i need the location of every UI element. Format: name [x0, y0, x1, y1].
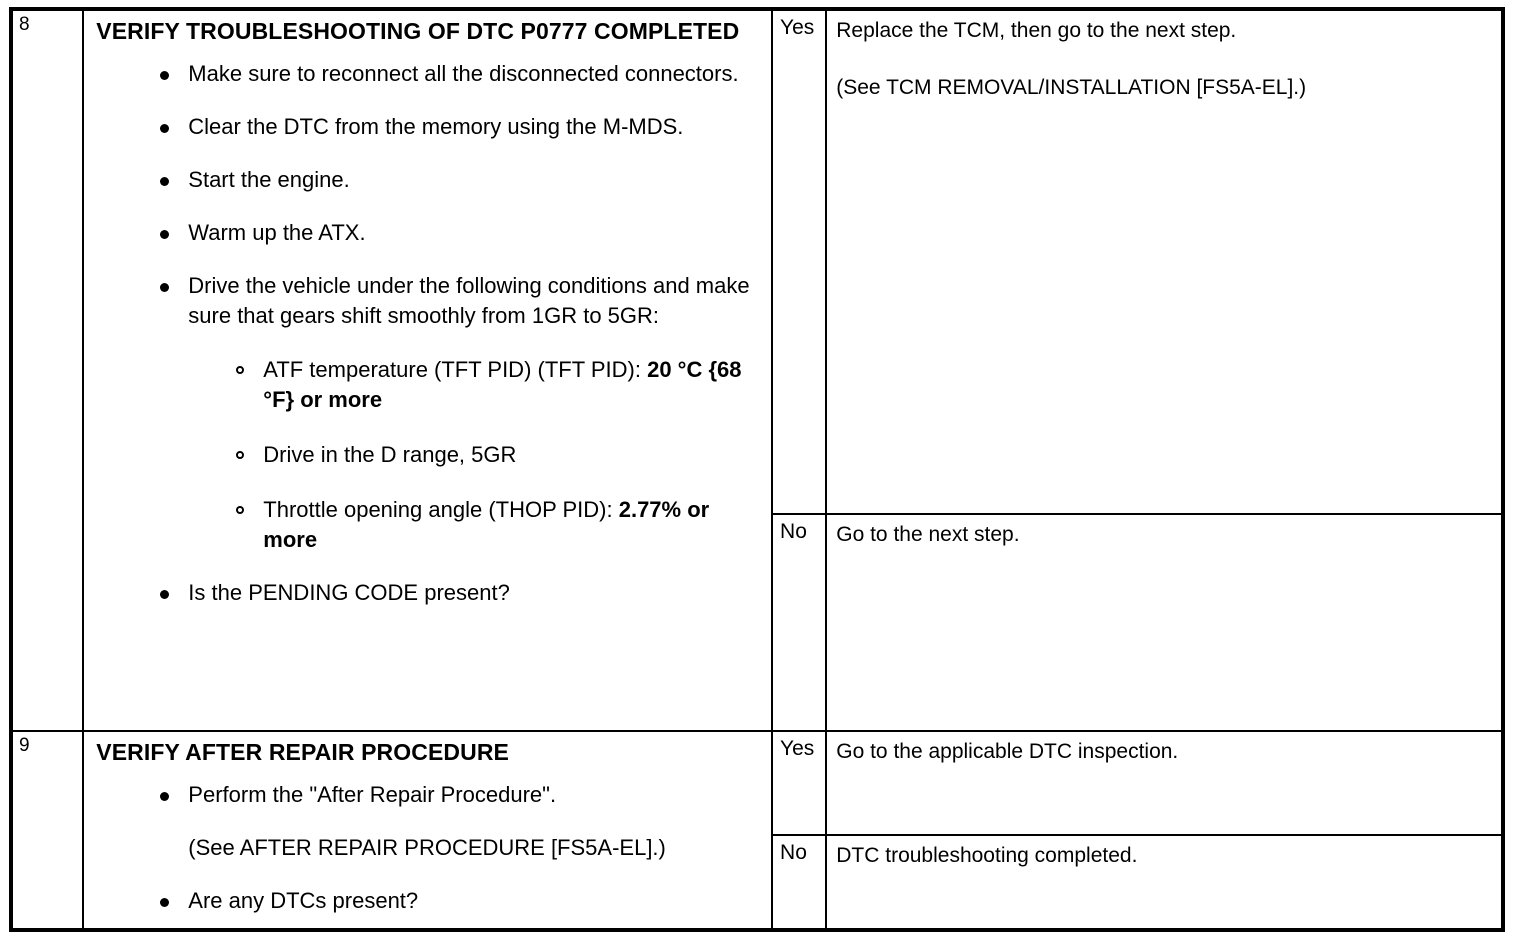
bullet-text: Warm up the ATX.: [188, 220, 366, 245]
list-item: Drive in the D range, 5GR: [234, 440, 761, 470]
bullet-text: Make sure to reconnect all the disconnec…: [188, 61, 739, 86]
step-title-8: VERIFY TROUBLESHOOTING OF DTC P0777 COMP…: [96, 18, 740, 44]
list-item: Drive the vehicle under the following co…: [158, 271, 761, 555]
table-row: No DTC troubleshooting completed.: [11, 833, 1504, 932]
action-cell-9-no: DTC troubleshooting completed.: [825, 833, 1504, 932]
condition-value: 2.77% or more: [263, 497, 710, 552]
step-number-8: 8: [19, 14, 30, 35]
reference-text: (See AFTER REPAIR PROCEDURE [FS5A-EL].): [188, 835, 666, 860]
list-item-reference: (See AFTER REPAIR PROCEDURE [FS5A-EL].): [158, 833, 761, 863]
list-item: Is the PENDING CODE present?: [158, 578, 761, 608]
list-item: Perform the "After Repair Procedure".: [158, 780, 761, 810]
result-cell-9-yes: Yes: [771, 730, 828, 836]
action-reference: (See TCM REMOVAL/INSTALLATION [FS5A-EL].…: [836, 76, 1307, 99]
step-number-9: 9: [19, 735, 30, 756]
list-item: Start the engine.: [158, 165, 761, 195]
condition-value: 20 °C {68 °F} or more: [263, 357, 742, 412]
list-item: Warm up the ATX.: [158, 218, 761, 248]
action-cell-8-yes: Replace the TCM, then go to the next ste…: [825, 8, 1504, 515]
result-label-no: No: [780, 840, 807, 864]
bullet-text: Drive the vehicle under the following co…: [188, 273, 750, 328]
condition-label: Throttle opening angle (THOP PID):: [263, 497, 619, 522]
list-item: Are any DTCs present?: [158, 886, 761, 916]
condition-label: ATF temperature (TFT PID) (TFT PID):: [263, 357, 648, 382]
result-cell-8-no: No: [771, 513, 828, 732]
action-text: Go to the applicable DTC inspection.: [836, 740, 1179, 763]
list-item: ATF temperature (TFT PID) (TFT PID): 20 …: [234, 355, 761, 415]
step-number-cell-9: 9: [9, 730, 85, 931]
list-item: Throttle opening angle (THOP PID): 2.77%…: [234, 495, 761, 555]
list-item: Clear the DTC from the memory using the …: [158, 112, 761, 142]
step-8-bullet-list: Make sure to reconnect all the disconnec…: [96, 59, 761, 608]
table-row: 9 VERIFY AFTER REPAIR PROCEDURE Perform …: [9, 730, 1504, 931]
action-cell-9-yes: Go to the applicable DTC inspection.: [825, 730, 1504, 836]
bullet-text: Are any DTCs present?: [188, 888, 419, 913]
step-title-9: VERIFY AFTER REPAIR PROCEDURE: [96, 739, 509, 765]
bullet-text: Is the PENDING CODE present?: [188, 580, 510, 605]
step-number-cell-8: 8: [9, 8, 85, 732]
condition-label: Drive in the D range, 5GR: [263, 442, 517, 467]
table-row: 8 VERIFY TROUBLESHOOTING OF DTC P0777 CO…: [9, 8, 1504, 732]
bullet-text: Perform the "After Repair Procedure".: [188, 782, 557, 807]
list-item: Make sure to reconnect all the disconnec…: [158, 59, 761, 89]
troubleshooting-table: 8 VERIFY TROUBLESHOOTING OF DTC P0777 CO…: [9, 7, 1505, 932]
result-label-yes: Yes: [780, 16, 815, 39]
step-9-bullet-list: Perform the "After Repair Procedure". (S…: [96, 780, 761, 916]
bullet-text: Clear the DTC from the memory using the …: [188, 114, 684, 139]
step-body-cell-8: VERIFY TROUBLESHOOTING OF DTC P0777 COMP…: [82, 8, 774, 732]
table-row: No Go to the next step.: [11, 513, 1504, 732]
result-cell-8-yes: Yes: [771, 8, 828, 515]
step-body-cell-9: VERIFY AFTER REPAIR PROCEDURE Perform th…: [82, 730, 774, 931]
action-text: DTC troubleshooting completed.: [836, 843, 1138, 867]
action-text: Go to the next step.: [836, 523, 1020, 546]
result-label-no: No: [780, 520, 807, 543]
step-8-condition-list: ATF temperature (TFT PID) (TFT PID): 20 …: [188, 355, 761, 555]
result-cell-9-no: No: [771, 833, 828, 932]
result-label-yes: Yes: [780, 737, 815, 760]
action-cell-8-no: Go to the next step.: [825, 513, 1504, 732]
bullet-text: Start the engine.: [188, 167, 350, 192]
action-text: Replace the TCM, then go to the next ste…: [836, 19, 1237, 42]
